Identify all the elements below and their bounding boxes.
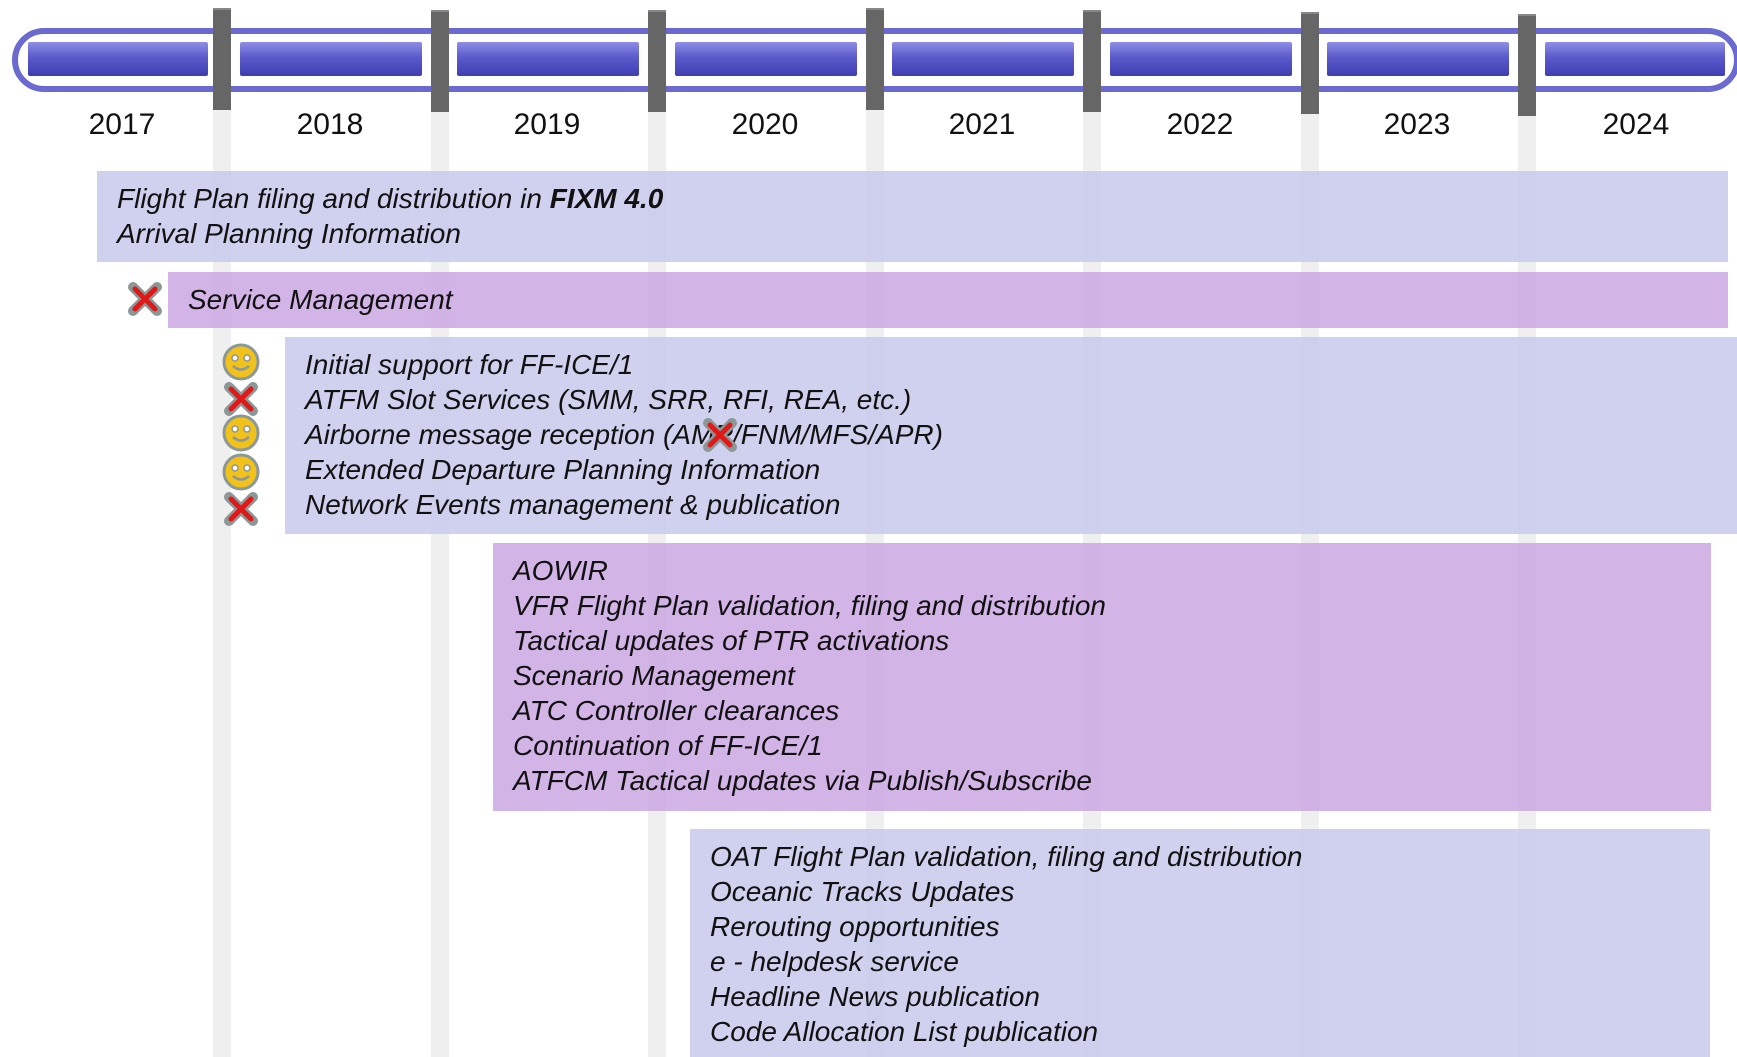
feature-line: ATFM Slot Services (SMM, SRR, RFI, REA, … (305, 384, 912, 415)
year-tick (431, 10, 449, 112)
feature-line: OAT Flight Plan validation, filing and d… (710, 841, 1303, 872)
timeline-segment (240, 42, 422, 76)
feature-line: Arrival Planning Information (117, 216, 1728, 251)
feature-group-aowir: AOWIR VFR Flight Plan validation, filing… (493, 543, 1711, 811)
feature-line: Network Events management & publication (305, 489, 841, 520)
year-tick (1301, 12, 1319, 114)
year-label: 2021 (948, 108, 1016, 141)
feature-line: Extended Departure Planning Information (305, 454, 821, 485)
feature-text-bold: FIXM 4.0 (549, 183, 664, 214)
feature-line: Initial support for FF-ICE/1 (305, 349, 634, 380)
feature-line: Scenario Management (513, 660, 795, 691)
year-tick (648, 10, 666, 112)
timeline-segment (1545, 42, 1725, 76)
cross-icon (128, 282, 162, 316)
year-tick (213, 8, 231, 110)
feature-line: Service Management (188, 284, 453, 315)
feature-line: ATC Controller clearances (513, 695, 840, 726)
feature-line: ATFCM Tactical updates via Publish/Subsc… (513, 765, 1092, 796)
feature-line: Flight Plan filing and distribution in F… (117, 181, 1728, 216)
year-label: 2020 (731, 108, 799, 141)
feature-line: Headline News publication (710, 981, 1040, 1012)
smiley-icon (222, 343, 260, 381)
feature-text: Flight Plan filing and distribution in (117, 183, 550, 214)
feature-line: Oceanic Tracks Updates (710, 876, 1015, 907)
year-tick (1518, 14, 1536, 116)
smiley-icon (222, 414, 260, 452)
timeline-segment (1327, 42, 1509, 76)
feature-line: Airborne message reception (AMP/FNM/MFS/… (305, 419, 943, 450)
feature-text: Arrival Planning Information (117, 218, 461, 249)
feature-group-fixm: Flight Plan filing and distribution in F… (97, 171, 1728, 262)
cross-icon (224, 382, 258, 416)
feature-group-oat: OAT Flight Plan validation, filing and d… (690, 829, 1710, 1057)
year-divider-line (213, 100, 231, 1057)
year-tick (866, 8, 884, 110)
feature-line: AOWIR (513, 555, 608, 586)
year-label: 2024 (1602, 108, 1670, 141)
feature-line: Continuation of FF-ICE/1 (513, 730, 823, 761)
smiley-icon (222, 453, 260, 491)
timeline-segment (457, 42, 639, 76)
cross-icon (224, 492, 258, 526)
timeline-segment (1110, 42, 1292, 76)
feature-line: VFR Flight Plan validation, filing and d… (513, 590, 1106, 621)
year-label: 2023 (1383, 108, 1451, 141)
feature-group-service-management: Service Management (168, 272, 1728, 328)
feature-group-ff-ice: Initial support for FF-ICE/1 ATFM Slot S… (285, 337, 1737, 534)
feature-line: Tactical updates of PTR activations (513, 625, 950, 656)
timeline-segment (28, 42, 208, 76)
feature-line: Code Allocation List publication (710, 1016, 1099, 1047)
cross-icon (703, 418, 737, 452)
feature-line: e - helpdesk service (710, 946, 960, 977)
feature-line: Rerouting opportunities (710, 911, 1000, 942)
year-label: 2018 (296, 108, 364, 141)
year-tick (1083, 10, 1101, 112)
year-label: 2022 (1166, 108, 1234, 141)
year-label: 2019 (513, 108, 581, 141)
timeline-segment (675, 42, 857, 76)
timeline-segment (892, 42, 1074, 76)
year-label: 2017 (88, 108, 156, 141)
